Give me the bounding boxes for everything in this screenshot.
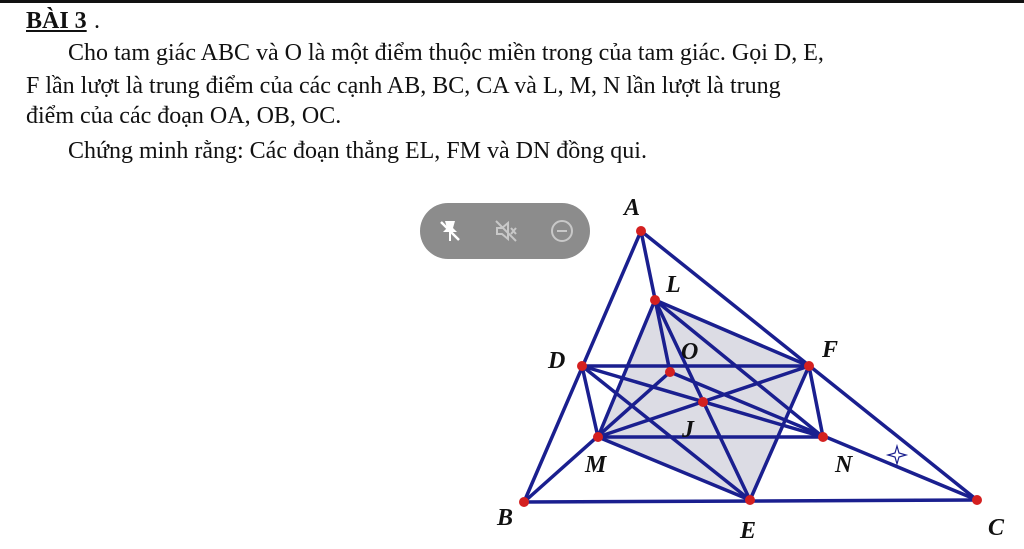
segment-NF bbox=[807, 364, 825, 439]
segment-NL bbox=[653, 298, 825, 439]
label-A: A bbox=[622, 195, 640, 221]
mute-icon[interactable] bbox=[492, 217, 520, 245]
point-labels: A B C D E F L M N O J bbox=[496, 195, 1005, 544]
point-A bbox=[636, 226, 646, 236]
point-F bbox=[804, 361, 814, 371]
segment-FE bbox=[748, 364, 811, 502]
point-B bbox=[519, 497, 529, 507]
label-L: L bbox=[665, 272, 681, 298]
floating-media-toolbar bbox=[420, 203, 590, 259]
pin-off-icon[interactable] bbox=[436, 217, 464, 245]
point-J bbox=[698, 397, 708, 407]
label-E: E bbox=[739, 518, 756, 544]
problem-text-line-2: F lần lượt là trung điểm của các cạnh AB… bbox=[26, 73, 781, 99]
segment-LF bbox=[653, 298, 811, 368]
problem-text-line-3: điểm của các đoạn OA, OB, OC. bbox=[26, 103, 342, 129]
label-N: N bbox=[834, 452, 854, 478]
minus-circle-icon[interactable] bbox=[548, 217, 576, 245]
label-F: F bbox=[821, 337, 838, 363]
point-O bbox=[665, 367, 675, 377]
segment-DM bbox=[580, 364, 600, 439]
segment-ME bbox=[596, 435, 752, 502]
problem-statement: Chứng minh rằng: Các đoạn thẳng EL, FM v… bbox=[68, 138, 647, 164]
label-D: D bbox=[547, 348, 565, 374]
segment-ED bbox=[580, 364, 752, 502]
label-J: J bbox=[681, 417, 695, 443]
point-N bbox=[818, 432, 828, 442]
label-M: M bbox=[584, 452, 608, 478]
problem-title: BÀI 3 bbox=[26, 8, 87, 34]
top-border bbox=[0, 0, 1024, 3]
problem-text-line-1: Cho tam giác ABC và O là một điểm thuộc … bbox=[68, 40, 824, 66]
point-D bbox=[577, 361, 587, 371]
label-O: O bbox=[681, 339, 698, 365]
points bbox=[519, 226, 982, 507]
point-E bbox=[745, 495, 755, 505]
cursor-sparkle-icon bbox=[885, 443, 909, 467]
point-M bbox=[593, 432, 603, 442]
point-C bbox=[972, 495, 982, 505]
segment-LM bbox=[596, 298, 657, 439]
label-C: C bbox=[988, 515, 1005, 541]
label-B: B bbox=[496, 505, 513, 531]
point-L bbox=[650, 295, 660, 305]
problem-title-punct: . bbox=[94, 8, 100, 34]
